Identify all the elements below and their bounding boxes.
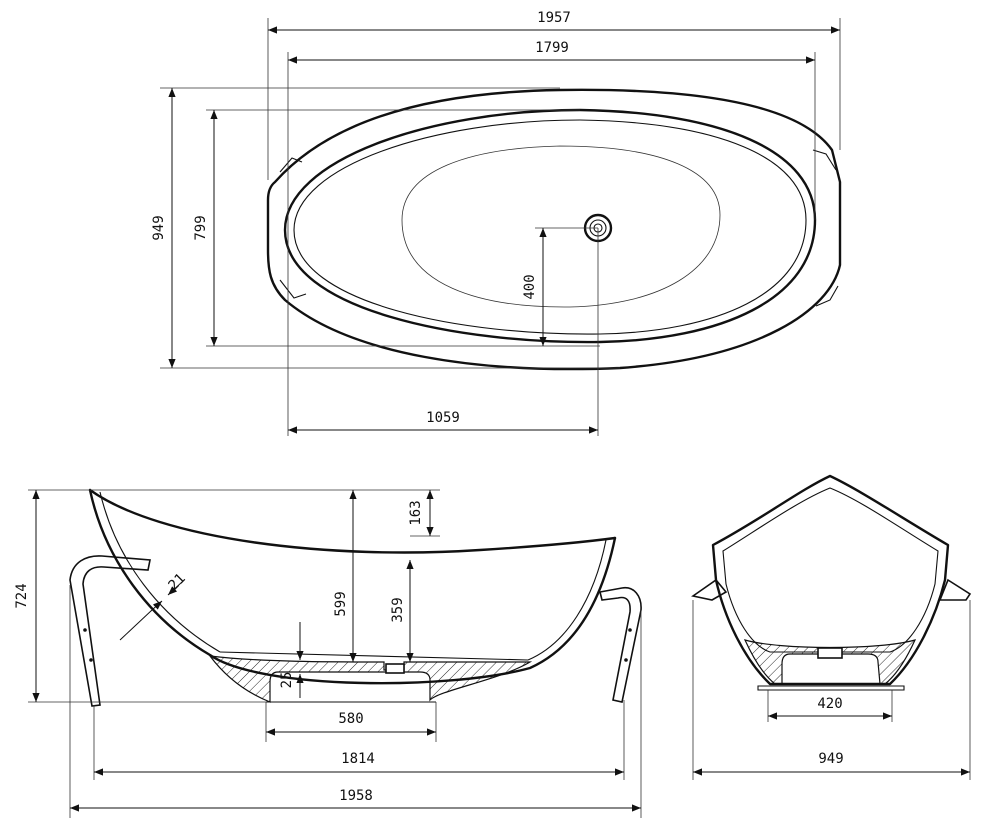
dim-side-leg-span: 1814 — [341, 751, 375, 767]
dim-drain-offset-x: 1059 — [426, 410, 460, 426]
side-shell-inner — [99, 491, 221, 653]
end-view: 420 949 — [691, 474, 972, 780]
top-right-tab-upper — [812, 149, 837, 171]
side-left-leg — [69, 555, 151, 707]
side-right-leg — [599, 586, 642, 703]
dim-side-overall-height: 724 — [14, 583, 30, 608]
dim-top-inner-length: 1799 — [535, 40, 569, 56]
dim-drain-offset-y: 400 — [522, 274, 538, 299]
dim-side-base-thickness: 25 — [279, 672, 295, 689]
side-shell-inner-right — [527, 539, 607, 661]
dim-side-water-depth: 359 — [390, 597, 406, 622]
top-right-tab-lower — [815, 285, 839, 307]
end-base-plate — [757, 685, 905, 691]
side-drain-block — [385, 663, 405, 674]
dim-side-depth: 599 — [333, 591, 349, 616]
side-shell-outer — [88, 488, 617, 685]
dim-end-base-width: 420 — [817, 696, 842, 712]
top-view: 1957 1799 949 799 400 1059 — [151, 10, 842, 436]
dim-side-base-length: 580 — [338, 711, 363, 727]
dim-side-overall-length: 1958 — [339, 788, 373, 804]
top-outer-rim — [266, 88, 842, 371]
top-inner-rim-2 — [293, 119, 807, 335]
dim-end-overall-width: 949 — [818, 751, 843, 767]
top-left-tab-upper — [279, 157, 303, 173]
side-rim — [88, 488, 617, 554]
end-drain-block — [817, 647, 843, 659]
end-shell-inner — [722, 487, 939, 653]
top-inner-rim — [283, 108, 817, 344]
end-right-wing — [938, 578, 972, 601]
dim-top-overall-width: 949 — [151, 215, 167, 240]
dim-top-inner-width: 799 — [193, 215, 209, 240]
side-base-section — [208, 655, 533, 703]
end-shell-outer — [711, 474, 950, 686]
top-left-tab-lower — [279, 279, 307, 299]
dim-side-wall-thickness: 21 — [166, 571, 189, 594]
side-view: 724 163 599 359 21 25 580 1814 1958 — [14, 488, 642, 818]
top-basin-floor — [401, 145, 721, 308]
end-base-section — [743, 639, 917, 685]
dim-top-overall-length: 1957 — [537, 10, 571, 26]
dim-side-rim-drop: 163 — [408, 500, 424, 525]
